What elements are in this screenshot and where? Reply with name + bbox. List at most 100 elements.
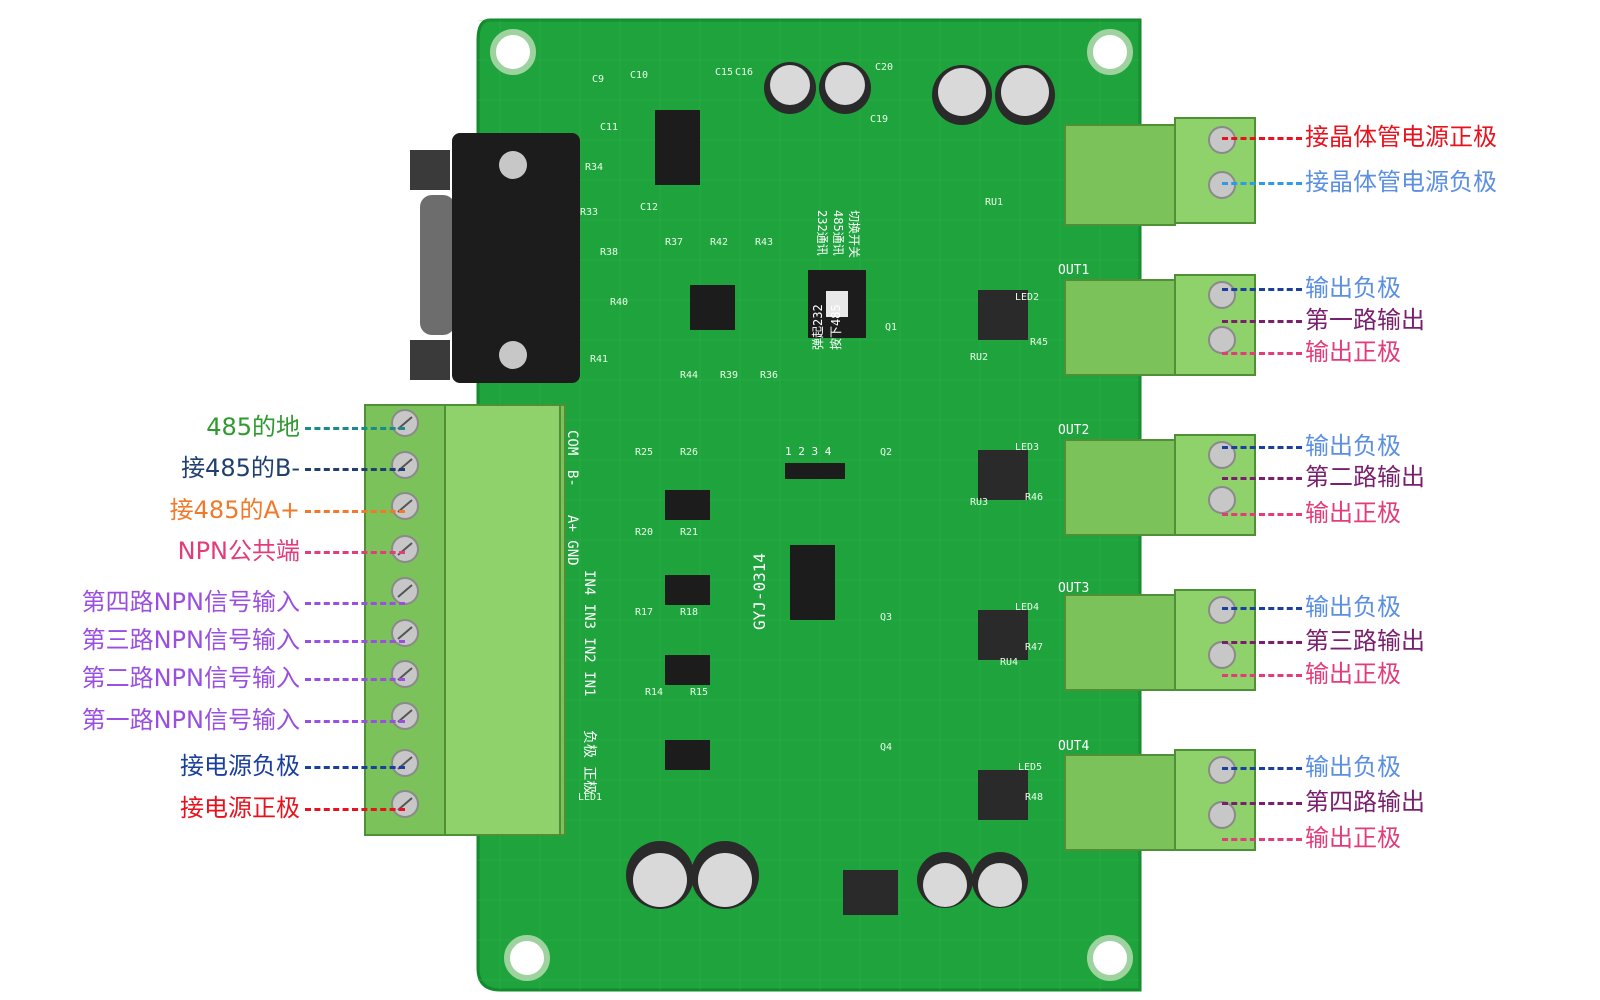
- component-ref: R37: [665, 237, 683, 248]
- right-annotation-label: 输出负极: [1305, 432, 1401, 460]
- component-ref: Q2: [880, 447, 892, 458]
- out-label: OUT1: [1058, 263, 1089, 278]
- component-ref: RU4: [1000, 657, 1018, 668]
- left-annotation-leader: [305, 427, 405, 430]
- right-annotation-label: 第一路输出: [1305, 306, 1425, 334]
- left-annotation-leader: [305, 468, 405, 471]
- screw-slot: [397, 626, 413, 640]
- left-annotation-label: 接485的A+: [169, 496, 300, 524]
- component-ref: R39: [720, 370, 738, 381]
- component-ref: C19: [870, 114, 888, 125]
- component-ref: R33: [580, 207, 598, 218]
- out-label: OUT4: [1058, 739, 1089, 754]
- left-annotation-leader: [305, 678, 405, 681]
- left-annotation-label: 485的地: [206, 413, 300, 441]
- component-ref: R47: [1025, 642, 1043, 653]
- component-ref: LED2: [1015, 292, 1039, 303]
- right-annotation-leader: [1222, 674, 1302, 677]
- component-ref: LED5: [1018, 762, 1042, 773]
- power-label: 负极 正极: [581, 730, 597, 794]
- component-ref: Q3: [880, 612, 892, 623]
- screw-icon: [1208, 801, 1236, 829]
- model-label: GYJ-0314: [750, 553, 769, 630]
- right-annotation-leader: [1222, 838, 1302, 841]
- left-annotation-label: 第四路NPN信号输入: [81, 588, 300, 616]
- left-annotation-label: 第二路NPN信号输入: [81, 664, 300, 692]
- screw-icon: [1208, 596, 1236, 624]
- right-annotation-leader: [1222, 477, 1302, 480]
- inputs-label: IN4 IN3 IN2 IN1: [581, 570, 597, 696]
- left-annotation-leader: [305, 551, 405, 554]
- right-annotation-leader: [1222, 607, 1302, 610]
- component-ref: R48: [1025, 792, 1043, 803]
- left-annotation-leader: [305, 640, 405, 643]
- component-ref: R46: [1025, 492, 1043, 503]
- component-ref: R42: [710, 237, 728, 248]
- component-ref: R20: [635, 527, 653, 538]
- right-annotation-leader: [1222, 137, 1302, 140]
- switch-label-2: 485通讯: [831, 210, 845, 256]
- output-terminal-body: [1064, 439, 1176, 536]
- left-annotation-leader: [305, 510, 405, 513]
- component-ref: R14: [645, 687, 663, 698]
- left-annotation-label: NPN公共端: [177, 537, 300, 565]
- left-annotation-leader: [305, 720, 405, 723]
- transistor-power-terminal: [1064, 117, 1256, 226]
- capacitors: [626, 62, 1055, 909]
- right-annotation-label: 接晶体管电源正极: [1305, 123, 1497, 151]
- silkscreen: COM B- A+ GND IN4 IN3 IN2 IN1 负极 正极 GYJ-…: [564, 210, 861, 794]
- output-terminal-body: [1064, 594, 1176, 691]
- component-ref: R17: [635, 607, 653, 618]
- right-annotation-leader: [1222, 767, 1302, 770]
- right-annotation-label: 输出正极: [1305, 499, 1401, 527]
- component-ref: LED4: [1015, 602, 1039, 613]
- screw-slot: [397, 584, 413, 598]
- switch-label-3: 切换开关: [847, 210, 861, 258]
- component-ref: RU1: [985, 197, 1003, 208]
- screw-icon: [1208, 326, 1236, 354]
- right-annotation-label: 第三路输出: [1305, 627, 1425, 655]
- component-ref: R21: [680, 527, 698, 538]
- component-ref: R15: [690, 687, 708, 698]
- right-annotation-leader: [1222, 446, 1302, 449]
- component-ref: R18: [680, 607, 698, 618]
- right-annotation-leader: [1222, 802, 1302, 805]
- right-annotation-label: 第二路输出: [1305, 463, 1425, 491]
- right-annotation-label: 第四路输出: [1305, 788, 1425, 816]
- right-annotation-label: 输出负极: [1305, 593, 1401, 621]
- component-ref: R25: [635, 447, 653, 458]
- db9-serial-connector: [410, 133, 580, 383]
- right-annotation-leader: [1222, 320, 1302, 323]
- component-ref: R44: [680, 370, 698, 381]
- right-annotation-label: 输出负极: [1305, 274, 1401, 302]
- left-annotation-label: 接电源负极: [180, 752, 300, 780]
- jumper-label: 1 2 3 4: [785, 445, 832, 458]
- component-ref: C15: [715, 67, 733, 78]
- bus-a-gnd-label: A+ GND: [564, 515, 580, 566]
- screw-icon: [1208, 641, 1236, 669]
- component-ref: C9: [592, 74, 604, 85]
- left-annotation-leader: [305, 766, 405, 769]
- left-annotation-label: 第一路NPN信号输入: [81, 706, 300, 734]
- right-annotation-leader: [1222, 288, 1302, 291]
- switch-hint-2: 按下485: [829, 304, 843, 350]
- component-ref: R36: [760, 370, 778, 381]
- component-ref: C16: [735, 67, 753, 78]
- out-label: OUT3: [1058, 581, 1089, 596]
- left-annotation-label: 接485的B-: [181, 454, 300, 482]
- component-ref: R45: [1030, 337, 1048, 348]
- right-annotation-label: 输出负极: [1305, 753, 1401, 781]
- left-annotation-label: 接电源正极: [180, 794, 300, 822]
- component-ref: Q4: [880, 742, 892, 753]
- left-annotation-leader: [305, 602, 405, 605]
- right-annotation-label: 接晶体管电源负极: [1305, 168, 1497, 196]
- component-ref: LED3: [1015, 442, 1039, 453]
- right-annotation-label: 输出正极: [1305, 660, 1401, 688]
- component-ref: C20: [875, 62, 893, 73]
- left-annotation-leader: [305, 808, 405, 811]
- right-annotation-leader: [1222, 352, 1302, 355]
- right-annotation-leader: [1222, 513, 1302, 516]
- switch-label-1: 232通讯: [815, 210, 829, 256]
- right-annotation-label: 输出正极: [1305, 824, 1401, 852]
